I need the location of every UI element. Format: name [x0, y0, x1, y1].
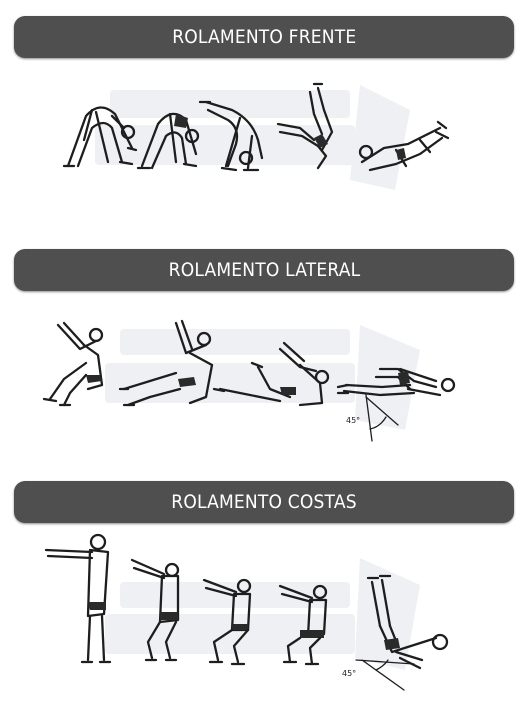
side-roll-figure-3 — [212, 341, 330, 407]
angle-label: 45° — [342, 669, 356, 678]
back-roll-figure-5: 45° — [342, 574, 449, 691]
side-roll-figure-4: 45° — [336, 367, 456, 442]
back-roll-figure-3 — [202, 578, 252, 666]
section-title: ROLAMENTO FRENTE — [171, 26, 357, 48]
side-roll-figure-1 — [42, 321, 104, 407]
forward-roll-figure-1 — [62, 106, 138, 168]
section-title: ROLAMENTO COSTAS — [171, 491, 357, 513]
side-roll-figure-2 — [118, 319, 214, 407]
back-roll-illustration: 45° — [44, 533, 449, 691]
back-roll-figure-2 — [130, 558, 180, 662]
side-roll-illustration: 45° — [42, 319, 456, 442]
forward-roll-figure-2 — [136, 112, 200, 170]
forward-roll-figure-3 — [198, 100, 264, 172]
section-header-rolamento-frente: ROLAMENTO FRENTE — [14, 16, 514, 58]
forward-roll-figure-5 — [358, 120, 450, 172]
section-header-rolamento-lateral: ROLAMENTO LATERAL — [14, 249, 514, 291]
back-roll-figure-1 — [44, 533, 112, 664]
section-title: ROLAMENTO LATERAL — [168, 259, 360, 281]
forward-roll-illustration — [62, 82, 450, 190]
section-header-rolamento-costas: ROLAMENTO COSTAS — [14, 481, 514, 523]
angle-label: 45° — [346, 416, 360, 425]
back-roll-figure-4 — [278, 584, 328, 666]
forward-roll-figure-4 — [276, 82, 334, 170]
